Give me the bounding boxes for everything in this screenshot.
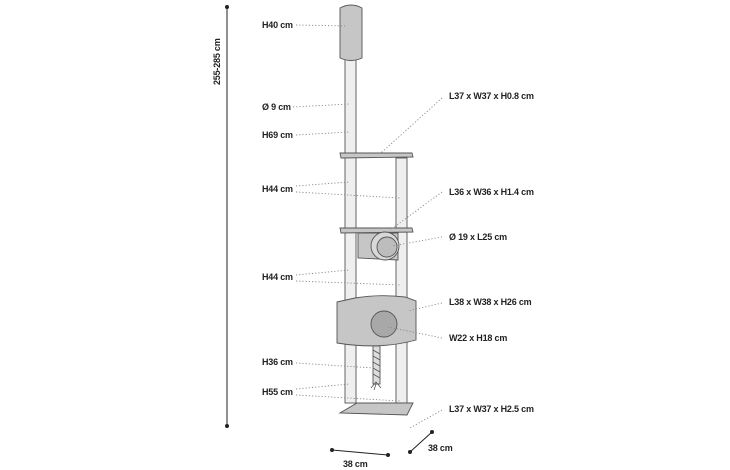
- middle-platform: [339, 227, 414, 234]
- base-depth-dimension: 38 cm: [408, 430, 453, 454]
- top-platform-label: L37 x W37 x H0.8 cm: [449, 91, 534, 101]
- base-plate: [338, 402, 414, 416]
- rope-height-label: H36 cm: [262, 357, 293, 367]
- top-pole-height-label: H69 cm: [262, 130, 293, 140]
- base-depth-label: 38 cm: [428, 443, 453, 453]
- cave-opening-label: W22 x H18 cm: [449, 333, 507, 343]
- base-width-label: 38 cm: [343, 459, 368, 469]
- overall-height-label: 255-285 cm: [212, 38, 222, 85]
- cat-tree-illustration: [336, 4, 417, 416]
- top-cylinder: [339, 4, 363, 61]
- base-width-dimension: 38 cm: [330, 448, 390, 469]
- cave-opening: [370, 310, 398, 338]
- tunnel-label: Ø 19 x L25 cm: [449, 232, 507, 242]
- right-pole: [395, 157, 408, 404]
- sisal-rope: [372, 345, 381, 385]
- base-label: L37 x W37 x H2.5 cm: [449, 404, 534, 414]
- top-platform: [339, 152, 414, 159]
- cave-label: L38 x W38 x H26 cm: [449, 297, 532, 307]
- top-cylinder-height-label: H40 cm: [262, 20, 293, 30]
- middle-section-height-label: H44 cm: [262, 272, 293, 282]
- upper-section-height-label: H44 cm: [262, 184, 293, 194]
- middle-platform-label: L36 x W36 x H1.4 cm: [449, 187, 534, 197]
- pole-diameter-label: Ø 9 cm: [262, 102, 291, 112]
- lower-section-height-label: H55 cm: [262, 387, 293, 397]
- overall-height-dimension: 255-285 cm: [212, 5, 229, 428]
